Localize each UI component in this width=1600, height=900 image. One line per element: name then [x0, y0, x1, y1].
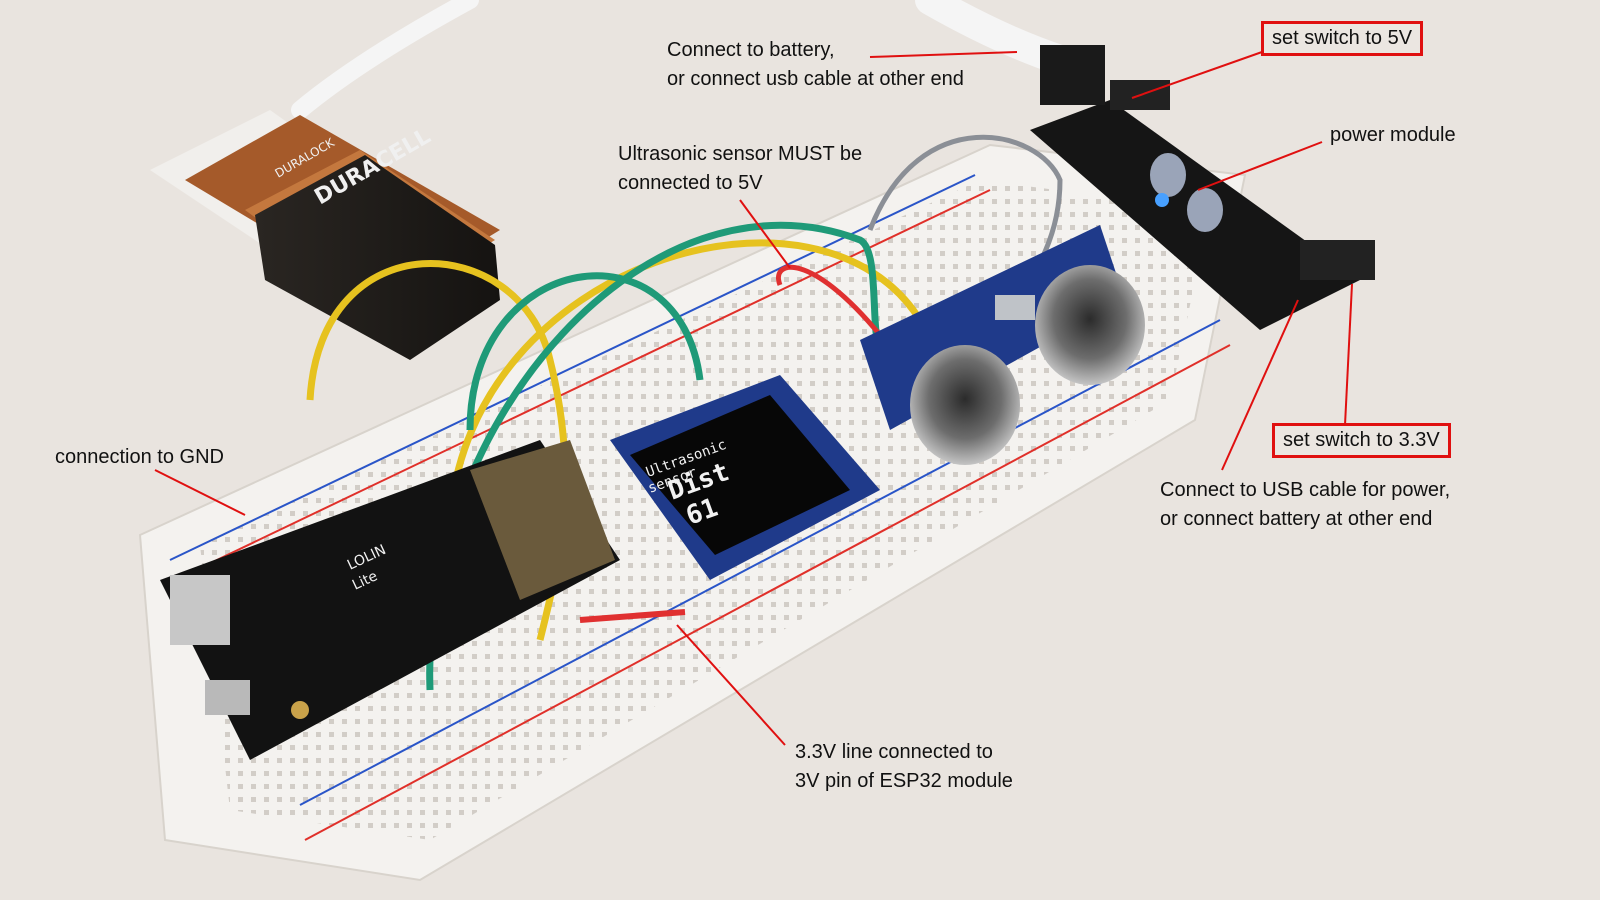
red-wire [579, 609, 686, 623]
gnd-label: connection to GND [55, 446, 224, 468]
battery-connect-line2: or connect usb cable at other end [667, 68, 964, 90]
usb-connect-line2: or connect battery at other end [1160, 508, 1433, 530]
power-module-label: power module [1330, 124, 1456, 146]
ultrasonic-note-line2: connected to 5V [618, 172, 763, 194]
ultrasonic-note-line1: Ultrasonic sensor MUST be [618, 143, 863, 165]
ultrasonic-note-label: Ultrasonic sensor MUST be connected to 5… [618, 140, 862, 198]
set-5v-label: set switch to 5V [1261, 21, 1424, 56]
usb-connect-label: Connect to USB cable for power, or conne… [1160, 476, 1450, 534]
line-33v-label: 3.3V line connected to 3V pin of ESP32 m… [795, 738, 1013, 796]
green-wire [466, 272, 704, 431]
set-33v-label: set switch to 3.3V [1272, 423, 1451, 458]
annotation-lines [154, 51, 1353, 746]
line-33v-line2: 3V pin of ESP32 module [795, 770, 1013, 792]
battery-connect-line1: Connect to battery, [667, 39, 835, 61]
usb-cable [291, 0, 479, 119]
esp32-board: LOLIN Lite [160, 440, 620, 760]
usb-connect-line1: Connect to USB cable for power, [1160, 479, 1451, 501]
battery-9v: DURACELL DURALOCK [150, 110, 500, 360]
power-module [1030, 45, 1375, 330]
oled-display: Ultrasonic sensor Dist 61 [610, 375, 880, 580]
line-33v-line1: 3.3V line connected to [795, 741, 993, 763]
battery-connect-label: Connect to battery, or connect usb cable… [667, 36, 964, 94]
ultrasonic-sensor [860, 225, 1145, 465]
